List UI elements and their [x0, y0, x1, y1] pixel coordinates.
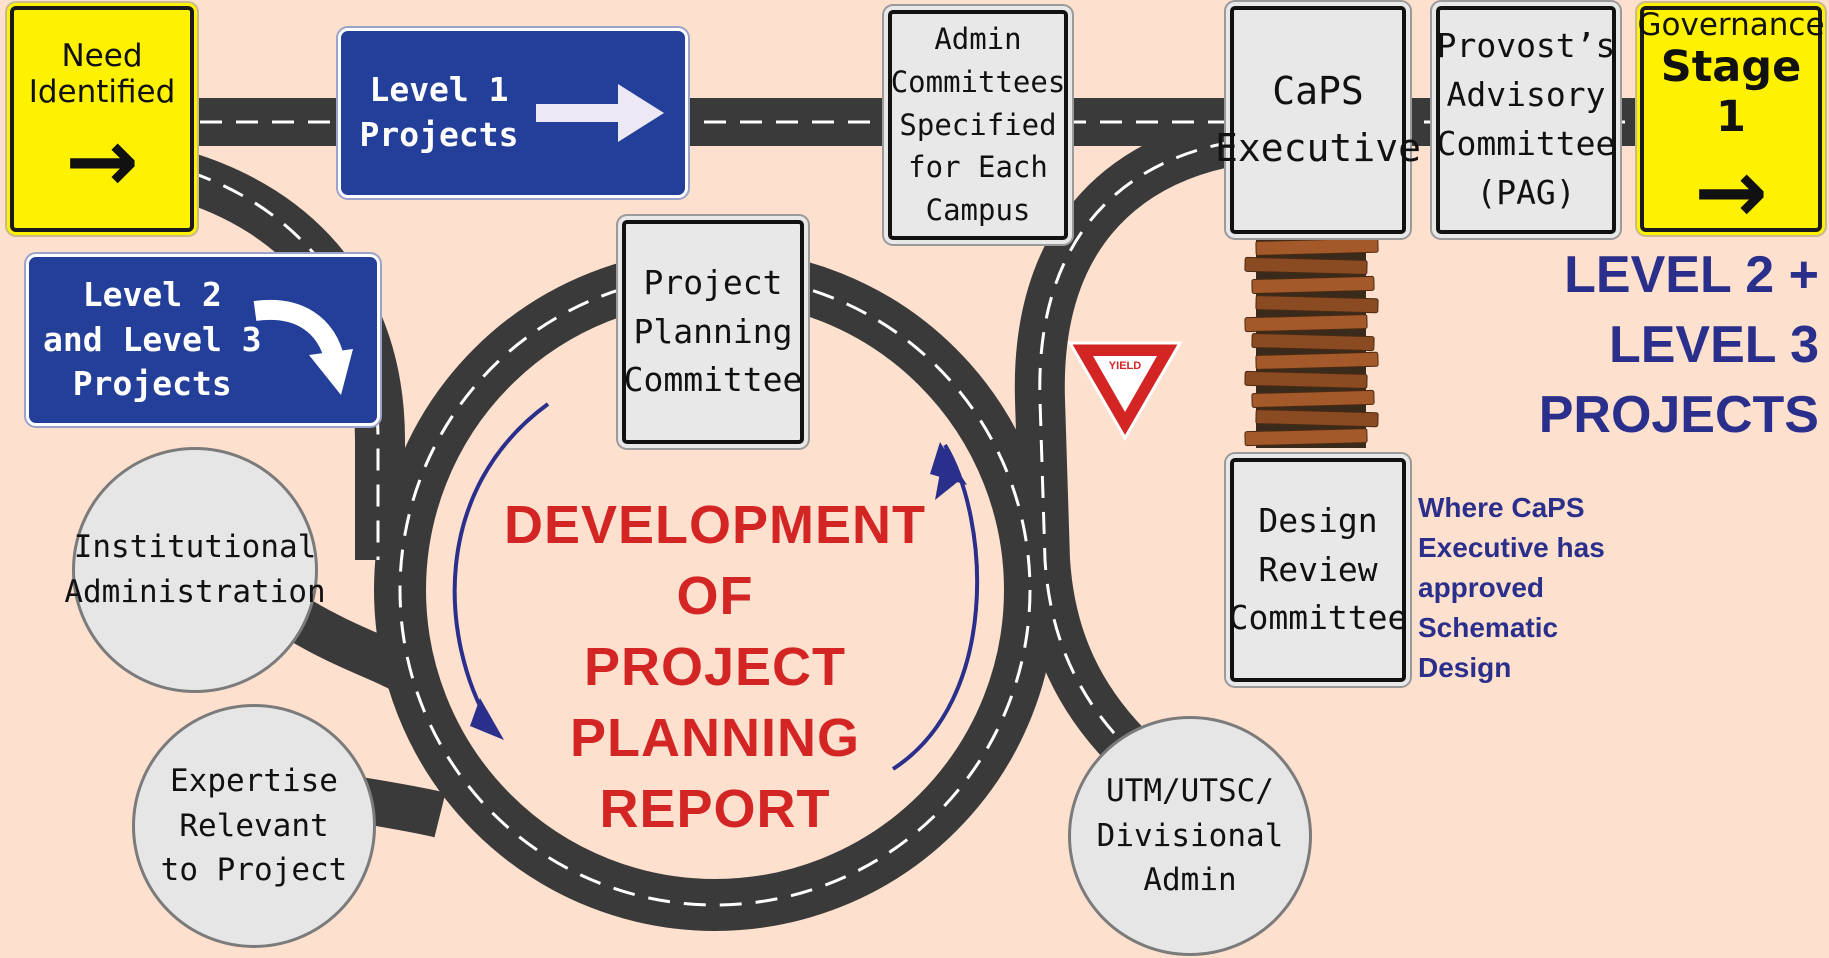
right-arrow-icon: → — [1694, 140, 1768, 244]
governance-stage-sign: Governance Stage 1 → — [1637, 6, 1825, 244]
need-identified-line2: Identified — [28, 74, 176, 111]
curved-down-arrow-icon — [253, 300, 353, 395]
level23-line1: Level 2 — [82, 275, 222, 315]
center-title-line4: REPORT — [599, 779, 831, 839]
side-note-line5: Design — [1418, 652, 1512, 683]
drc-line1: Design — [1258, 500, 1378, 540]
utm-line1: UTM/UTSC/ — [1106, 772, 1274, 809]
side-title-line1: LEVEL 2 + — [1564, 246, 1819, 304]
side-note-line3: approved — [1418, 572, 1545, 603]
admin-line2: Committees — [890, 64, 1066, 99]
caps-line2: Executive — [1215, 126, 1421, 170]
wooden-bridge-icon — [1244, 237, 1379, 448]
bridge-plank — [1255, 237, 1379, 256]
caps-line1: CaPS — [1272, 69, 1364, 113]
right-arrow-icon: → — [65, 108, 139, 212]
expertise-line2: Relevant — [179, 807, 329, 844]
admin-line4: for Each — [908, 150, 1048, 185]
center-title-line3: PLANNING — [570, 708, 860, 768]
center-title-line1: DEVELOPMENT OF — [503, 495, 927, 626]
drc-line3: Committee — [1228, 598, 1408, 638]
bridge-plank — [1244, 256, 1368, 275]
level1-line2: Projects — [359, 115, 519, 154]
utm-utsc-circle: UTM/UTSC/ Divisional Admin — [1068, 716, 1312, 956]
bridge-plank — [1244, 428, 1368, 447]
bridge-plank — [1251, 333, 1375, 352]
level23-projects-sign: Level 2 and Level 3 Projects — [26, 254, 380, 426]
project-planning-committee-sign: Project Planning Committee — [622, 220, 804, 444]
level23-line3: Projects — [72, 364, 232, 404]
bridge-plank — [1251, 275, 1375, 294]
institutional-line2: Administration — [64, 574, 326, 610]
right-curve-road — [1014, 115, 1243, 768]
level1-label: Level 1 Projects — [360, 68, 519, 157]
pag-sign: Provost’s Advisory Committee (PAG) — [1436, 6, 1616, 234]
expertise-line1: Expertise — [170, 762, 338, 799]
level1-line1: Level 1 — [369, 70, 509, 110]
bridge-plank — [1255, 351, 1379, 370]
admin-line3: Specified — [899, 107, 1057, 142]
yield-sign-icon — [1067, 341, 1183, 441]
need-identified-line1: Need — [61, 37, 143, 74]
ppc-line1: Project — [643, 262, 783, 302]
institutional-administration-circle: Institutional Administration — [64, 447, 326, 693]
caps-executive-sign: CaPS Executive — [1215, 6, 1421, 234]
cycle-arrow-left — [452, 402, 550, 727]
governance-line2: Stage 1 — [1660, 42, 1802, 142]
governance-line1: Governance — [1637, 6, 1825, 43]
design-review-committee-sign: Design Review Committee — [1228, 458, 1408, 682]
bridge-plank — [1244, 370, 1368, 389]
center-title: DEVELOPMENT OF PROJECT PLANNING REPORT — [490, 490, 940, 845]
cycle-arrowhead-left — [470, 698, 504, 740]
yield-label: YIELD — [1108, 360, 1142, 372]
bridge-plank — [1255, 295, 1379, 314]
expertise-line3: to Project — [160, 852, 348, 889]
pag-line3: Committee — [1436, 124, 1616, 163]
admin-line5: Campus — [925, 193, 1031, 228]
side-note-line2: Executive has — [1418, 532, 1605, 563]
side-title-line2: LEVEL 3 — [1608, 316, 1819, 374]
drc-line2: Review — [1258, 549, 1378, 589]
ppc-line2: Planning — [633, 311, 793, 351]
need-identified-sign: Need Identified → — [10, 6, 194, 232]
level23-label: Level 2 and Level 3 Projects — [43, 273, 262, 407]
right-arrow-icon — [536, 84, 665, 142]
cycle-arrowhead-right-fill — [935, 445, 960, 500]
side-note-line4: Schematic — [1418, 612, 1559, 643]
admin-committees-sign: Admin Committees Specified for Each Camp… — [888, 10, 1068, 240]
pag-line2: Advisory — [1446, 75, 1606, 115]
branch-institutional — [288, 600, 433, 700]
pag-line1: Provost’s — [1436, 26, 1616, 66]
level23-line2: and Level 3 — [43, 319, 262, 359]
admin-line1: Admin — [934, 21, 1022, 56]
bridge-plank — [1251, 389, 1375, 408]
pag-line4: (PAG) — [1476, 172, 1576, 212]
ppc-line3: Committee — [623, 360, 803, 400]
bridge-plank — [1244, 314, 1368, 333]
schematic-design-note: Where CaPS Executive has approved Schema… — [1418, 488, 1605, 688]
institutional-line1: Institutional — [73, 529, 317, 566]
utm-line3: Admin — [1143, 862, 1237, 899]
level-projects-title: LEVEL 2 + LEVEL 3 PROJECTS — [1539, 240, 1819, 450]
level1-projects-sign: Level 1 Projects — [338, 28, 688, 198]
utm-line2: Divisional — [1096, 817, 1284, 854]
side-title-line3: PROJECTS — [1538, 386, 1819, 444]
bridge-plank — [1255, 409, 1379, 428]
expertise-circle: Expertise Relevant to Project — [132, 704, 376, 948]
side-note-line1: Where CaPS — [1418, 492, 1585, 523]
center-title-line2: PROJECT — [583, 637, 847, 697]
